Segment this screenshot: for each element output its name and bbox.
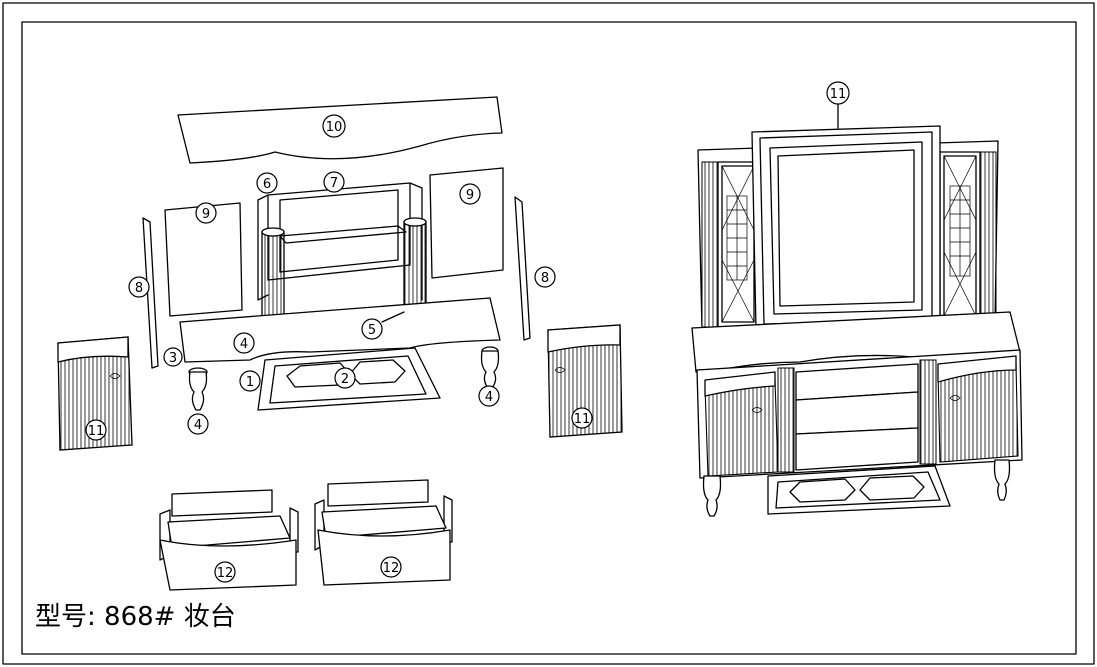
callout-8-right: 8 xyxy=(534,266,556,288)
callout-5: 5 xyxy=(361,318,383,340)
svg-text:7: 7 xyxy=(330,176,338,191)
callout-9-right: 9 xyxy=(459,183,481,205)
svg-text:1: 1 xyxy=(246,375,254,390)
callout-4-top: 4 xyxy=(233,332,255,354)
svg-text:11: 11 xyxy=(574,412,591,427)
callout-3: 3 xyxy=(163,347,183,367)
svg-text:4: 4 xyxy=(194,418,202,433)
svg-text:6: 6 xyxy=(263,177,271,192)
svg-text:9: 9 xyxy=(202,207,210,222)
side-panel-right xyxy=(514,196,531,341)
callout-7: 7 xyxy=(323,171,345,193)
svg-text:11: 11 xyxy=(88,424,105,439)
svg-text:10: 10 xyxy=(326,120,343,135)
callout-4-left: 4 xyxy=(187,413,209,435)
back-panel-left xyxy=(164,202,243,317)
back-panel-right xyxy=(429,167,504,279)
assembled-foot-left xyxy=(702,475,722,517)
svg-text:11: 11 xyxy=(830,87,847,102)
foot-left xyxy=(188,367,208,411)
callout-11-left-door: 11 xyxy=(85,419,107,441)
cabinet-body xyxy=(696,349,1023,479)
callout-9-left: 9 xyxy=(195,202,217,224)
callout-12-left: 12 xyxy=(214,561,236,583)
model-label: 型号: 868# 妆台 xyxy=(35,602,236,632)
svg-text:12: 12 xyxy=(217,566,234,581)
assembled-plinth xyxy=(767,465,951,515)
svg-text:12: 12 xyxy=(383,561,400,576)
foot-right xyxy=(480,346,500,389)
drawer-left xyxy=(159,489,299,591)
exploded-view xyxy=(57,96,623,591)
inner-border xyxy=(21,21,1077,655)
callout-11-mirror: 11 xyxy=(826,81,850,105)
callout-8-left: 8 xyxy=(128,276,150,298)
callouts: 10 6 7 9 9 8 8 5 3 4 1 2 4 4 11 11 12 12… xyxy=(85,81,850,583)
callout-10-top: 10 xyxy=(322,114,346,138)
door-left xyxy=(57,336,133,451)
svg-text:4: 4 xyxy=(240,337,248,352)
callout-1: 1 xyxy=(239,370,261,392)
door-right xyxy=(547,324,623,438)
side-hutch-left xyxy=(697,147,759,331)
drawer-right xyxy=(314,479,453,586)
side-panel-left xyxy=(142,217,159,369)
svg-text:8: 8 xyxy=(541,271,549,286)
callout-12-right: 12 xyxy=(380,556,402,578)
svg-text:5: 5 xyxy=(368,323,376,338)
callout-4-right: 4 xyxy=(478,385,500,407)
svg-text:9: 9 xyxy=(466,188,474,203)
svg-text:8: 8 xyxy=(135,281,143,296)
mirror xyxy=(751,125,941,331)
callout-leader-5 xyxy=(381,311,405,323)
assembled-view xyxy=(691,103,1023,517)
callout-2: 2 xyxy=(334,367,356,389)
callout-11-right-door: 11 xyxy=(571,407,593,429)
assembled-foot-right xyxy=(993,459,1011,501)
svg-text:2: 2 xyxy=(341,372,349,387)
svg-text:4: 4 xyxy=(485,390,493,405)
svg-text:3: 3 xyxy=(169,351,177,366)
callout-6: 6 xyxy=(256,172,278,194)
pillar-left xyxy=(261,227,285,341)
side-hutch-right xyxy=(935,140,999,327)
